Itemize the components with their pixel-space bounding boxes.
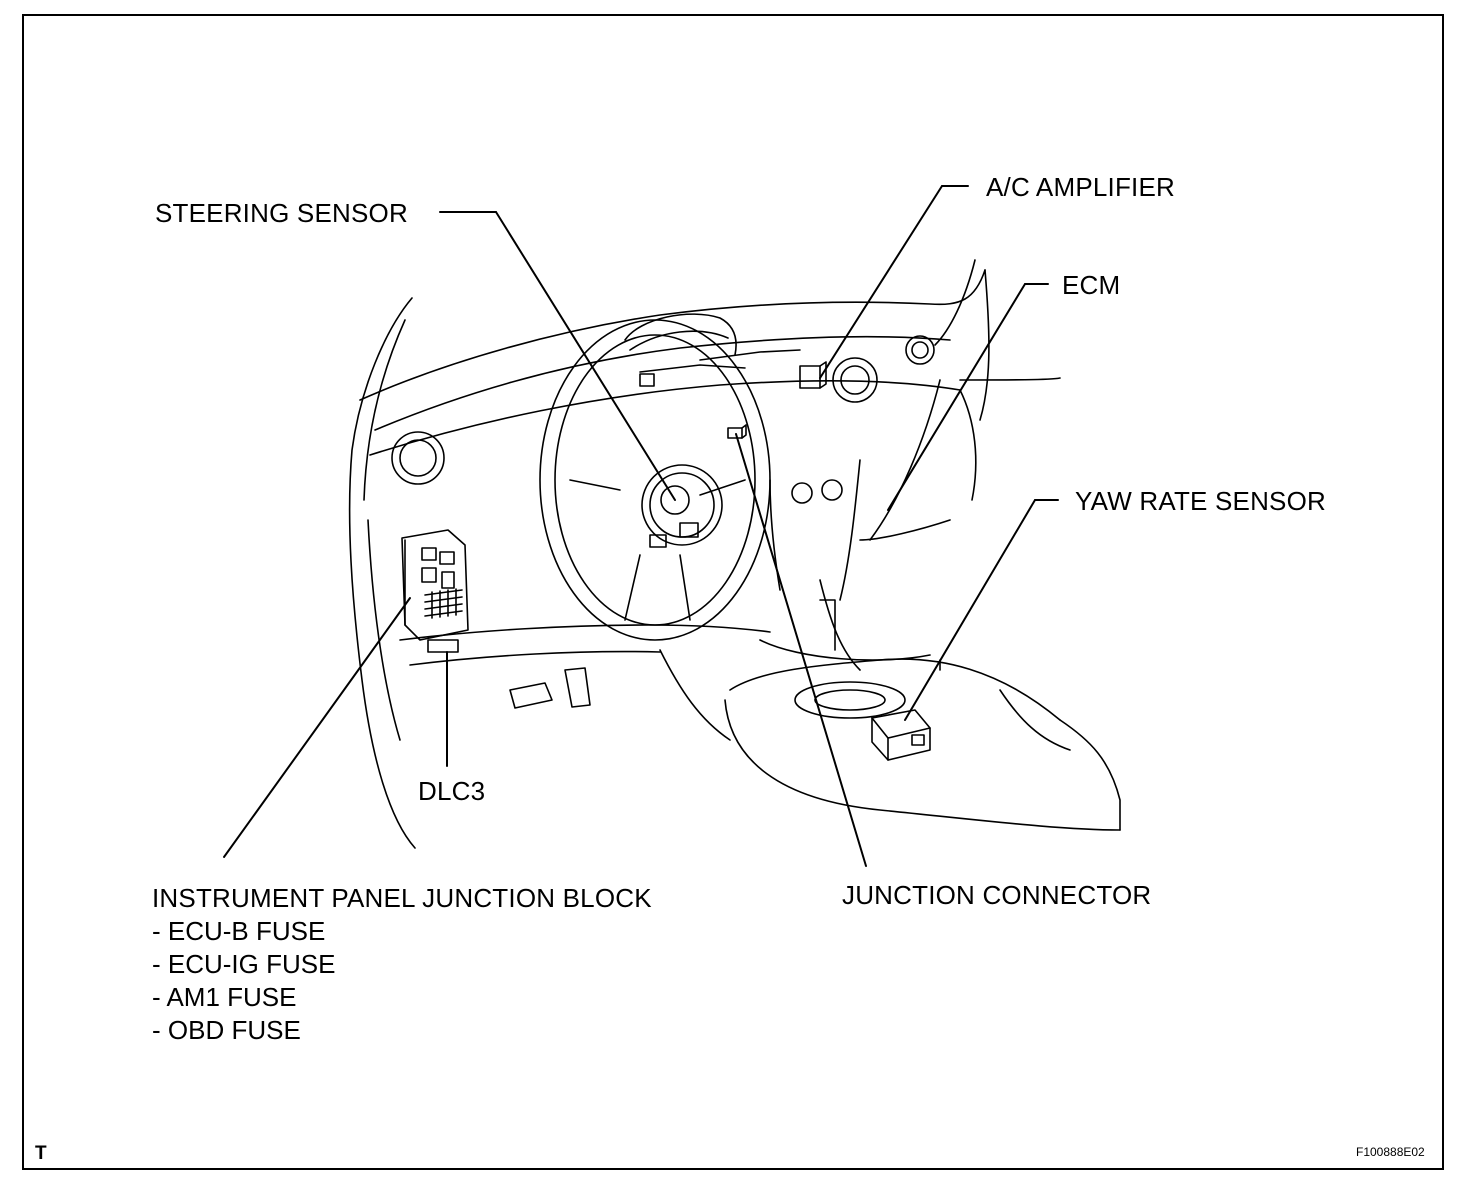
center-stack bbox=[759, 459, 931, 671]
junction-connector-part bbox=[727, 424, 747, 439]
fuse-item: - ECU-IG FUSE bbox=[152, 949, 336, 979]
label-ecm: ECM bbox=[1062, 270, 1121, 300]
leader-junction-connector bbox=[735, 433, 867, 867]
label-yaw-rate-sensor: YAW RATE SENSOR bbox=[1075, 486, 1326, 516]
diagram-frame bbox=[22, 14, 1444, 1170]
leader-lines bbox=[223, 185, 1059, 867]
lower-dash bbox=[399, 624, 771, 741]
leader-ecm-diag bbox=[887, 283, 1026, 511]
center-console bbox=[724, 658, 1121, 831]
dashboard-outline bbox=[359, 269, 990, 541]
yaw-rate-sensor-part bbox=[871, 709, 931, 761]
label-dlc3: DLC3 bbox=[418, 776, 486, 806]
leader-steering-sensor-diag bbox=[495, 211, 676, 501]
junction-block-part bbox=[401, 529, 469, 653]
leader-junction-block bbox=[223, 597, 411, 858]
leader-ac-amplifier-diag bbox=[819, 185, 943, 379]
fuse-item: - ECU-B FUSE bbox=[152, 916, 326, 946]
figure-id: F100888E02 bbox=[1356, 1145, 1425, 1159]
pedals bbox=[509, 667, 591, 709]
label-ac-amplifier: A/C AMPLIFIER bbox=[986, 172, 1175, 202]
label-steering-sensor: STEERING SENSOR bbox=[155, 198, 408, 228]
left-air-vent bbox=[391, 431, 445, 485]
corner-mark: T bbox=[35, 1143, 47, 1164]
leader-yaw-rate-diag bbox=[904, 499, 1036, 721]
fuse-item: - AM1 FUSE bbox=[152, 982, 297, 1012]
label-junction-connector: JUNCTION CONNECTOR bbox=[842, 880, 1152, 910]
left-pillar bbox=[348, 297, 416, 849]
center-vent bbox=[799, 357, 878, 403]
fuse-item: - OBD FUSE bbox=[152, 1015, 301, 1045]
instrument-cluster bbox=[624, 313, 801, 387]
label-junction-block: INSTRUMENT PANEL JUNCTION BLOCK bbox=[152, 883, 652, 913]
right-air-vent bbox=[905, 335, 935, 365]
right-door bbox=[934, 259, 1061, 381]
